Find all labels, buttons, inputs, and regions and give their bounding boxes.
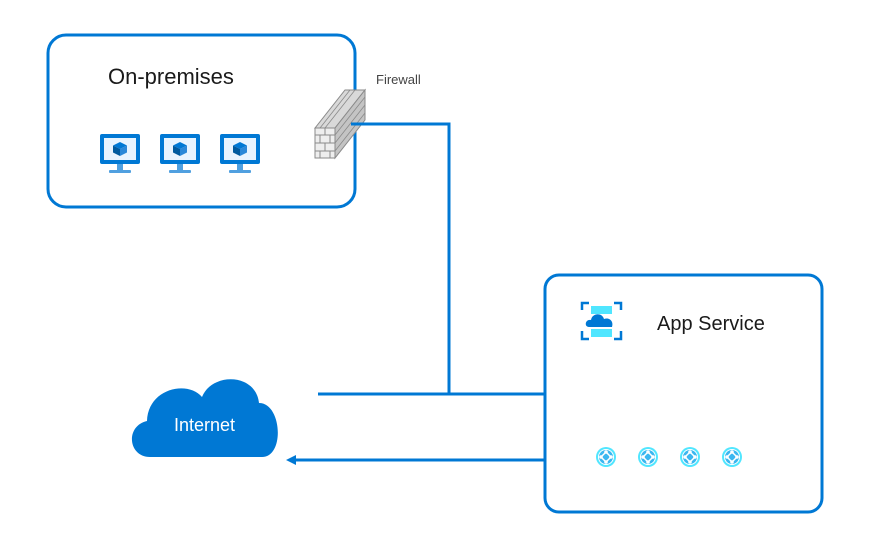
web-app-instance-icon [595,446,617,468]
firewall-label: Firewall [376,72,421,87]
appservice-box [543,273,824,514]
onprem-box [46,33,357,209]
appservice-title: App Service [657,313,765,335]
app-service-icon [580,301,623,341]
web-app-instance-icon [637,446,659,468]
web-app-instance-icon [679,446,701,468]
internet-label: Internet [174,415,235,435]
web-app-instance-icon [721,446,743,468]
onprem-title: On-premises [108,64,234,89]
cloud-icon [131,379,278,457]
inbound-connector [351,122,451,394]
firewall-icon [313,88,367,160]
